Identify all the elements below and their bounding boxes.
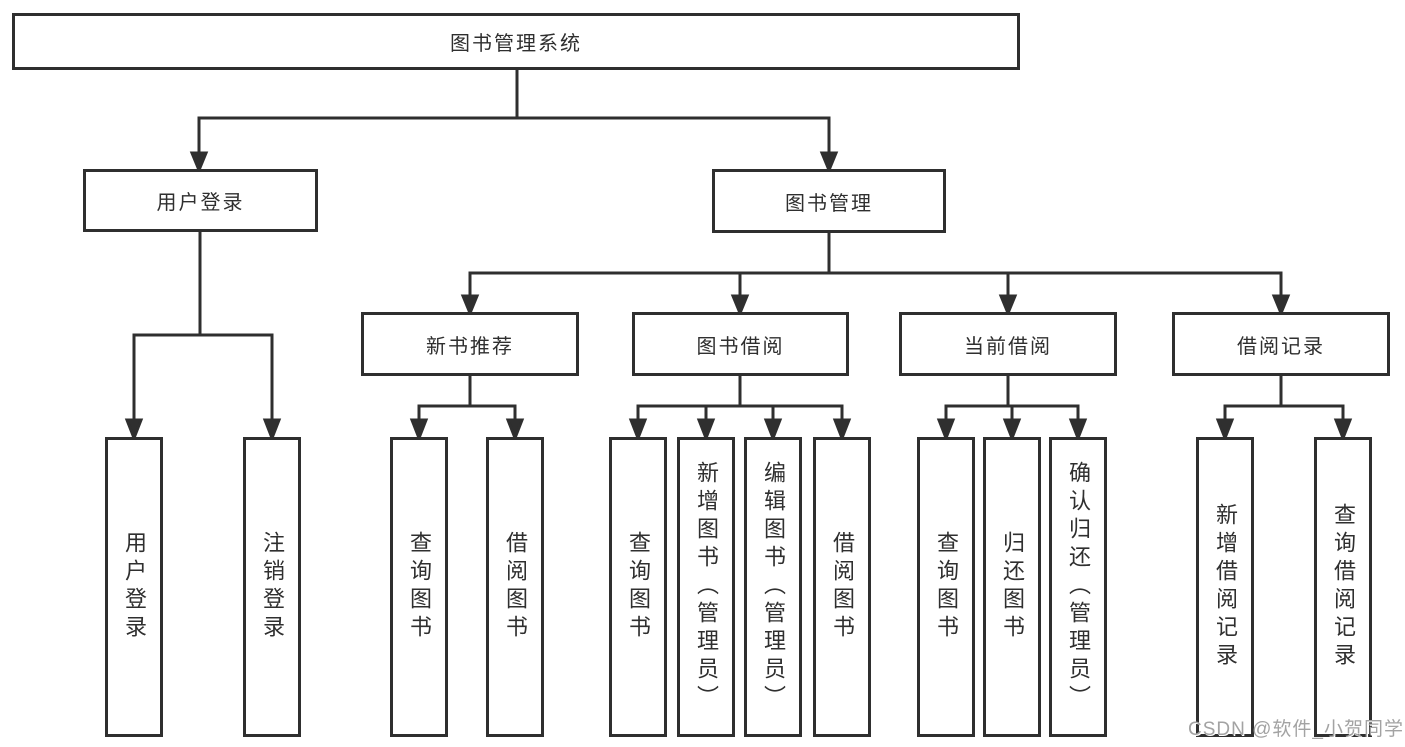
leaf-logout: 注销登录 <box>243 437 301 737</box>
leaf-cb-return-book: 归还图书 <box>983 437 1041 737</box>
node-new-book-recommend: 新书推荐 <box>361 312 579 376</box>
leaf-br-query-record: 查询借阅记录 <box>1314 437 1372 737</box>
connector-borrow-record-to-leaves <box>1215 376 1353 443</box>
node-book-management: 图书管理 <box>712 169 946 233</box>
leaf-bb-edit-book-admin: 编辑图书（管理员） <box>744 437 802 737</box>
leaf-bb-borrow-book: 借阅图书 <box>813 437 871 737</box>
leaf-nbr-borrow-book: 借阅图书 <box>486 437 544 737</box>
node-library-management-system: 图书管理系统 <box>12 13 1020 70</box>
node-book-borrowing: 图书借阅 <box>632 312 849 376</box>
leaf-cb-confirm-return-admin: 确认归还（管理员） <box>1049 437 1107 737</box>
connector-book-mgmt-to-level3 <box>460 233 1291 317</box>
node-borrowing-records: 借阅记录 <box>1172 312 1390 376</box>
node-current-borrowing: 当前借阅 <box>899 312 1117 376</box>
leaf-cb-query-book: 查询图书 <box>917 437 975 737</box>
connector-user-login-to-leaves <box>124 232 282 443</box>
leaf-nbr-query-book: 查询图书 <box>390 437 448 737</box>
connector-book-borrow-to-leaves <box>628 376 852 443</box>
connector-current-borrow-to-leaves <box>936 376 1088 443</box>
node-user-login: 用户登录 <box>83 169 318 232</box>
connector-new-book-rec-to-leaves <box>409 376 525 443</box>
leaf-user-login: 用户登录 <box>105 437 163 737</box>
watermark: CSDN @软件_小贺同学 <box>1188 719 1404 740</box>
leaf-bb-query-book: 查询图书 <box>609 437 667 737</box>
leaf-br-add-record: 新增借阅记录 <box>1196 437 1254 737</box>
connector-root-to-level2 <box>189 70 839 174</box>
leaf-bb-add-book-admin: 新增图书（管理员） <box>677 437 735 737</box>
